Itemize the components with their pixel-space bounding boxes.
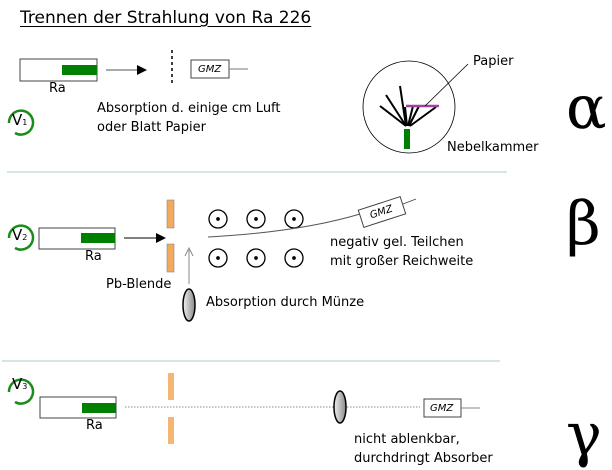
beta-arrow-head	[156, 233, 166, 243]
badge-v1	[7, 109, 35, 136]
beta-source-sample	[81, 233, 115, 243]
coin-absorber-note: Absorption durch Münze	[206, 295, 365, 310]
beta-gmz-cable	[402, 198, 417, 205]
beta-deflected-track	[207, 213, 361, 238]
paper-label: Papier	[473, 54, 514, 69]
paper-pointer	[424, 63, 469, 107]
pb-aperture-bottom	[168, 417, 174, 444]
field-out-of-page-icon	[246, 248, 266, 268]
badge-v2	[7, 224, 35, 251]
gamma-symbol: γ	[566, 400, 602, 470]
beta-source-label: Ra	[85, 249, 102, 264]
alpha-symbol: α	[566, 73, 607, 143]
page-title: Trennen der Strahlung von Ra 226	[20, 8, 312, 28]
cloud-chamber-label: Nebelkammer	[447, 140, 539, 155]
cloud-chamber-source	[404, 129, 410, 149]
gamma-absorber	[333, 390, 347, 424]
field-out-of-page-icon	[208, 248, 228, 268]
alpha-note-line-2: oder Blatt Papier	[97, 120, 206, 135]
badge-v3-label: V3	[12, 375, 28, 393]
field-out-of-page-icon	[246, 209, 266, 229]
pb-aperture-top	[166, 199, 175, 229]
alpha-arrow-head	[137, 65, 147, 75]
alpha-section	[19, 50, 469, 154]
alpha-note-line-1: Absorption d. einige cm Luft	[97, 101, 281, 116]
badge-v2-label: V2	[12, 226, 28, 244]
pb-aperture-top	[168, 373, 174, 400]
beta-note-line-1: negativ gel. Teilchen	[330, 235, 464, 250]
magnetic-field	[208, 209, 304, 268]
coin-absorber	[182, 288, 196, 322]
gamma-section	[39, 373, 480, 444]
beta-note-line-2: mit großer Reichweite	[330, 254, 474, 269]
alpha-source-label: Ra	[49, 81, 66, 96]
gamma-gmz-label: GMZ	[430, 403, 454, 414]
gamma-source-label: Ra	[86, 418, 103, 433]
gamma-note-line-2: durchdringt Absorber	[354, 451, 493, 466]
alpha-tracks	[379, 85, 437, 127]
beta-gmz-box	[357, 196, 407, 228]
alpha-source-sample	[62, 65, 97, 75]
field-out-of-page-icon	[284, 209, 304, 229]
pb-aperture-bottom	[166, 243, 175, 273]
badge-v1-label: V1	[12, 111, 28, 129]
cloud-chamber-circle	[362, 60, 456, 154]
badge-v3	[7, 378, 35, 405]
alpha-gmz-label: GMZ	[198, 64, 222, 75]
field-out-of-page-icon	[284, 248, 304, 268]
coin-insert-arrow-head	[184, 246, 194, 257]
beta-section	[38, 196, 417, 322]
gamma-note-line-1: nicht ablenkbar,	[354, 432, 460, 447]
gamma-source-sample	[82, 403, 116, 413]
pb-aperture-label: Pb-Blende	[106, 277, 172, 292]
beta-symbol: β	[566, 189, 601, 259]
field-out-of-page-icon	[208, 209, 228, 229]
